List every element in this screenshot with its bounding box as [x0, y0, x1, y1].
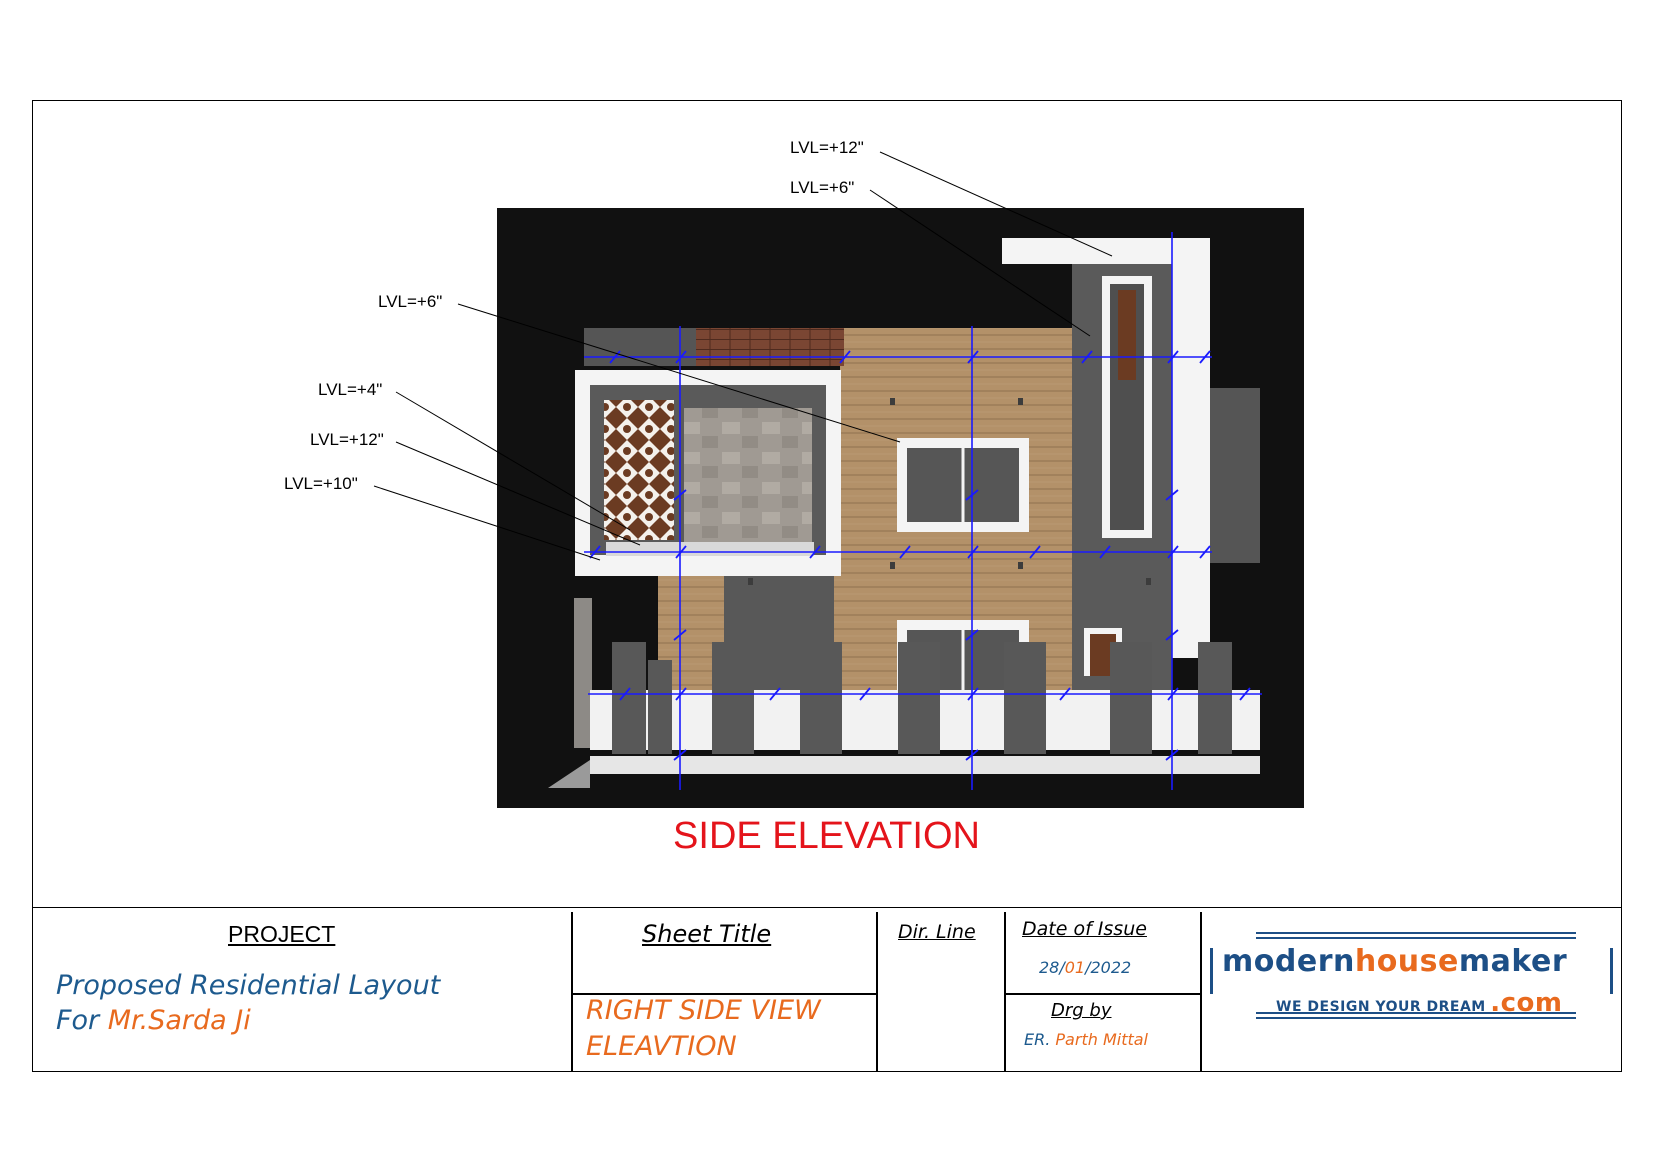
logo-rule-bottom: [1256, 1012, 1576, 1014]
project-client-line: For Mr.Sarda Ji: [56, 1005, 251, 1036]
level-callout: LVL=+12": [790, 138, 864, 157]
dimension-lines: [584, 232, 1262, 790]
title-block-divider: [876, 912, 878, 1072]
drg-by-heading: Drg by: [1051, 1000, 1112, 1021]
logo-bar-right: [1610, 948, 1613, 994]
level-callout: LVL=+4": [318, 380, 383, 399]
level-callout: LVL=+6": [378, 292, 443, 311]
company-logo: modernhousemaker WE DESIGN YOUR DREAM .c…: [1206, 928, 1616, 1019]
sheet-border: [32, 100, 1622, 1072]
logo-rule-top: [1256, 932, 1576, 934]
level-callout: LVL=+10": [284, 474, 358, 493]
callout-leaders: [373, 151, 1113, 561]
building-elevation: [548, 238, 1260, 788]
level-callout: LVL=+12": [310, 430, 384, 449]
project-for-label: For: [56, 1005, 100, 1036]
title-block-divider: [571, 912, 573, 1072]
title-block-divider: [571, 993, 876, 995]
logo-wordmark: modernhousemaker: [1222, 944, 1568, 979]
date-of-issue-heading: Date of Issue: [1022, 918, 1147, 940]
title-block-divider: [1004, 993, 1200, 995]
sheet-title-line1: RIGHT SIDE VIEW: [586, 995, 821, 1026]
logo-rule-bottom: [1256, 1017, 1576, 1019]
dir-line-heading: Dir. Line: [898, 921, 976, 943]
title-block-divider: [1200, 912, 1202, 1072]
date-of-issue-value: 28/01/2022: [1039, 958, 1132, 977]
level-callout: LVL=+6": [790, 178, 855, 197]
title-block-divider: [1004, 912, 1006, 1072]
logo-bar-left: [1210, 948, 1213, 994]
sheet-title-line2: ELEAVTION: [586, 1031, 737, 1062]
drg-by-value: ER. Parth Mittal: [1024, 1030, 1148, 1049]
drawing-title: SIDE ELEVATION: [673, 815, 980, 857]
sheet-title-heading: Sheet Title: [642, 920, 772, 948]
project-client: Mr.Sarda Ji: [107, 1005, 251, 1036]
logo-rule-top: [1256, 937, 1576, 939]
title-block: [32, 907, 1622, 1073]
project-name: Proposed Residential Layout: [56, 970, 441, 1001]
project-heading: PROJECT: [228, 921, 336, 947]
